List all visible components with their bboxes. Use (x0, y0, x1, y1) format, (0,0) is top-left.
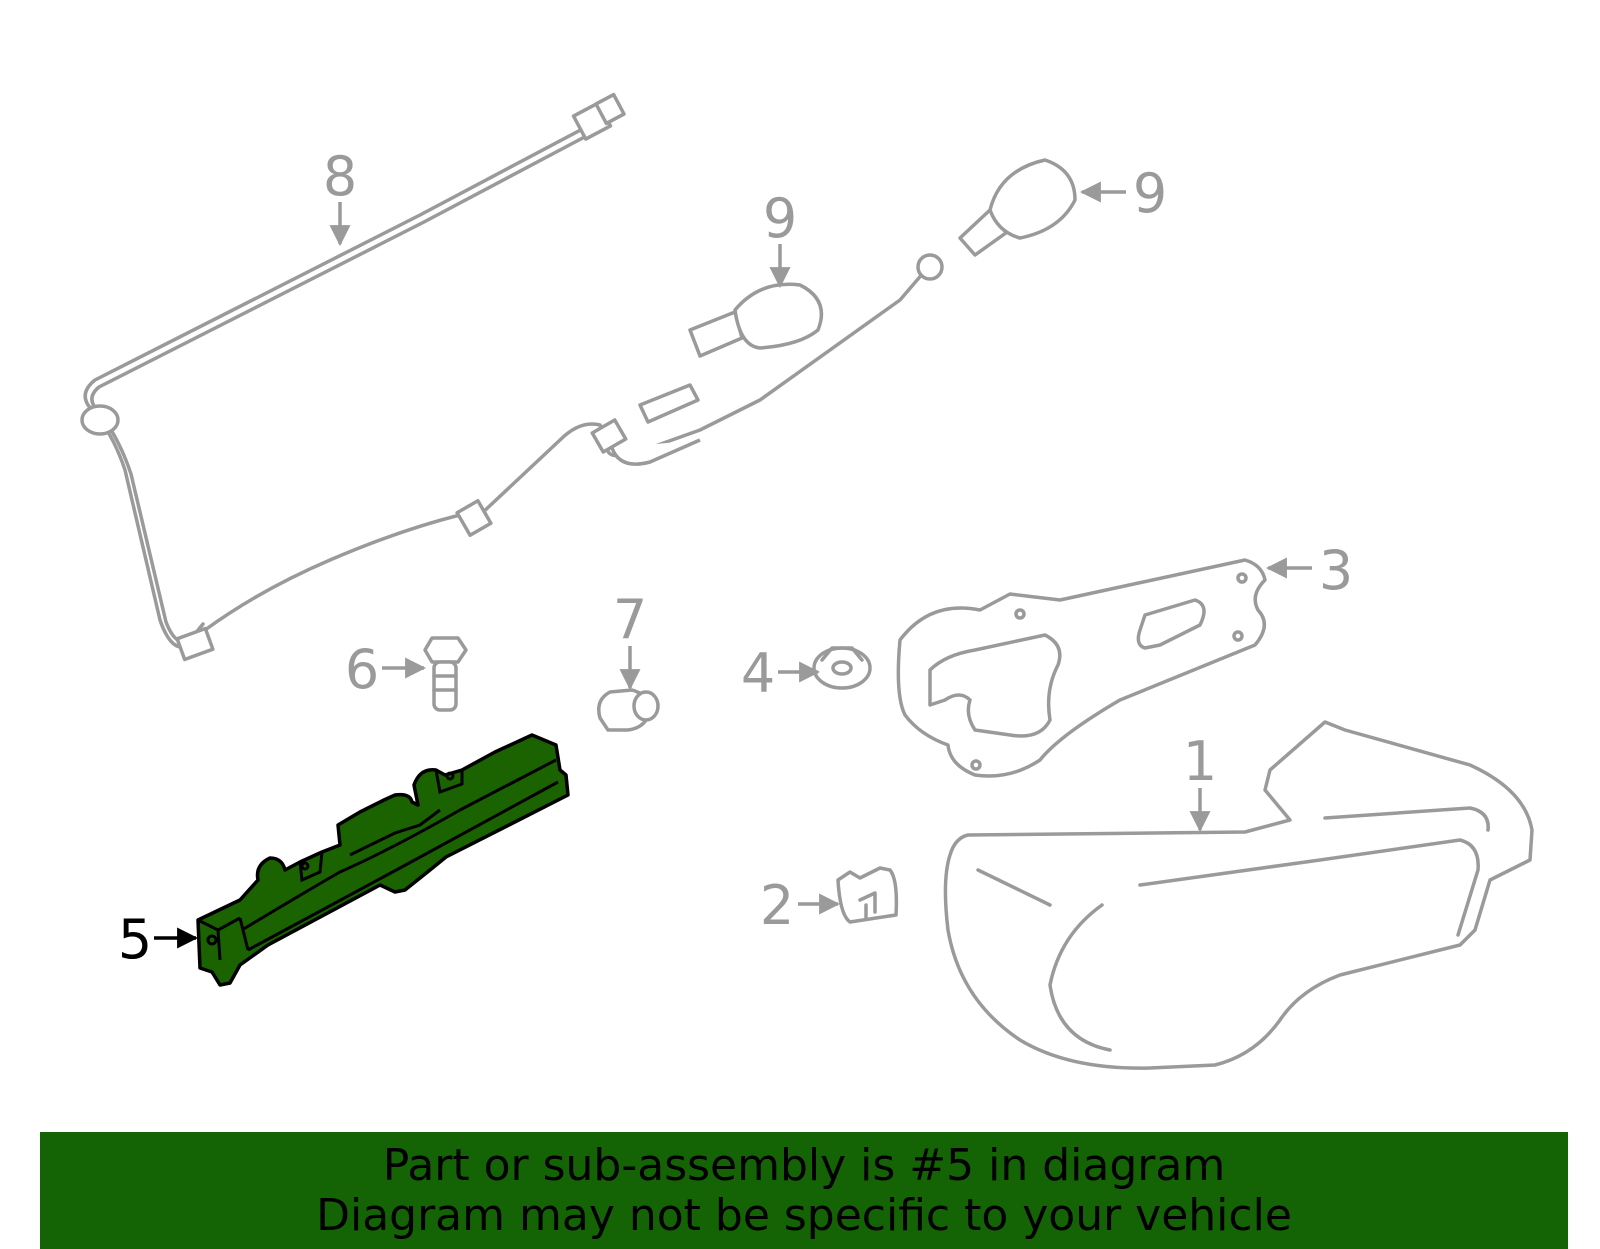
bulb-right[interactable] (958, 158, 1077, 257)
callout-6: 6 (345, 638, 379, 701)
banner-line-2: Diagram may not be specific to your vehi… (316, 1189, 1292, 1241)
banner-line-1: Part or sub-assembly is #5 in diagram (382, 1139, 1226, 1191)
callout-arrows (154, 181, 1312, 949)
callout-9-right: 9 (1133, 162, 1167, 225)
retainer-clip[interactable] (836, 866, 899, 924)
info-banner: Part or sub-assembly is #5 in diagram Di… (40, 1132, 1568, 1249)
callout-9-left: 9 (763, 187, 797, 250)
bulb-left[interactable] (688, 282, 824, 358)
callout-1: 1 (1183, 730, 1217, 793)
callout-3: 3 (1319, 539, 1353, 602)
bolt[interactable] (423, 636, 468, 712)
tail-lamp-housing[interactable] (943, 720, 1534, 1070)
callout-7: 7 (613, 588, 647, 651)
callout-8: 8 (323, 145, 357, 208)
wiring-harness[interactable] (80, 92, 944, 662)
push-clip[interactable] (597, 688, 660, 732)
callout-4: 4 (741, 642, 775, 705)
nut[interactable] (812, 646, 872, 690)
license-lamp-bracket-highlighted[interactable] (196, 733, 570, 987)
callout-2: 2 (760, 874, 794, 937)
callout-5: 5 (118, 908, 152, 971)
gasket[interactable] (896, 558, 1267, 778)
